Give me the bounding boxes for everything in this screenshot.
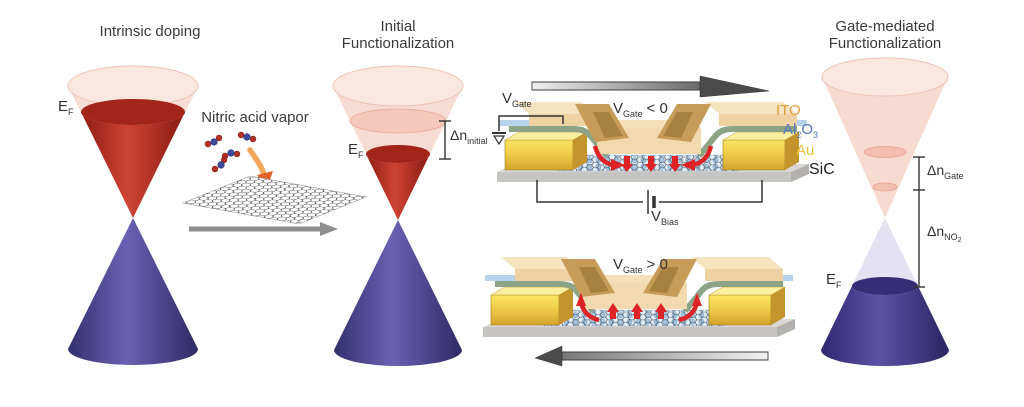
dn-gate-bracket xyxy=(913,156,925,288)
battery-icon xyxy=(647,190,656,214)
panel-title-gate: Gate-mediated Functionalization xyxy=(828,18,942,52)
vbias-circuit xyxy=(536,180,763,214)
dirac-cone-gate xyxy=(821,57,949,366)
panel-title-intrinsic: Intrinsic doping xyxy=(99,23,201,40)
dn-initial-label: Δninitial xyxy=(450,127,488,146)
process-arrow-icon xyxy=(189,222,338,236)
ground-icon xyxy=(492,132,506,146)
dn-initial-bracket xyxy=(439,120,451,160)
ef-label-gate: EF xyxy=(826,271,842,290)
dirac-cone-initial xyxy=(332,65,464,366)
ef-label-intrinsic: EF xyxy=(58,98,74,117)
dirac-cone-intrinsic xyxy=(67,65,199,365)
vgate-positive-label: VGate> 0 xyxy=(613,256,668,275)
panel-title-initial: Initial Functionalization xyxy=(341,18,455,52)
charge-arrows-down xyxy=(592,145,714,172)
graphene-sheet xyxy=(181,175,368,225)
ef-label-initial: EF xyxy=(348,141,364,160)
reverse-sweep-arrow-icon xyxy=(534,345,769,367)
device-top xyxy=(492,102,809,214)
dn-no2-label: ΔnNO2 xyxy=(927,223,962,244)
vbias-label: VBias xyxy=(651,208,679,227)
charge-arrows-up xyxy=(576,293,702,323)
vapor-label: Nitric acid vapor xyxy=(201,109,309,126)
device-bottom xyxy=(483,257,795,337)
layer-label-ito: ITO xyxy=(776,102,801,119)
layer-label-au: Au xyxy=(796,142,815,159)
vgate-negative-label: VGate< 0 xyxy=(613,100,668,119)
dn-gate-label: ΔnGate xyxy=(927,162,964,181)
layer-label-al2o3: Al2O3 xyxy=(783,121,819,140)
layer-label-sic: SiC xyxy=(809,161,835,178)
forward-sweep-arrow-icon xyxy=(531,75,770,98)
vgate-wire xyxy=(492,115,564,146)
no2-molecules xyxy=(204,131,257,173)
vgate-wire-label: VGate xyxy=(502,90,532,109)
